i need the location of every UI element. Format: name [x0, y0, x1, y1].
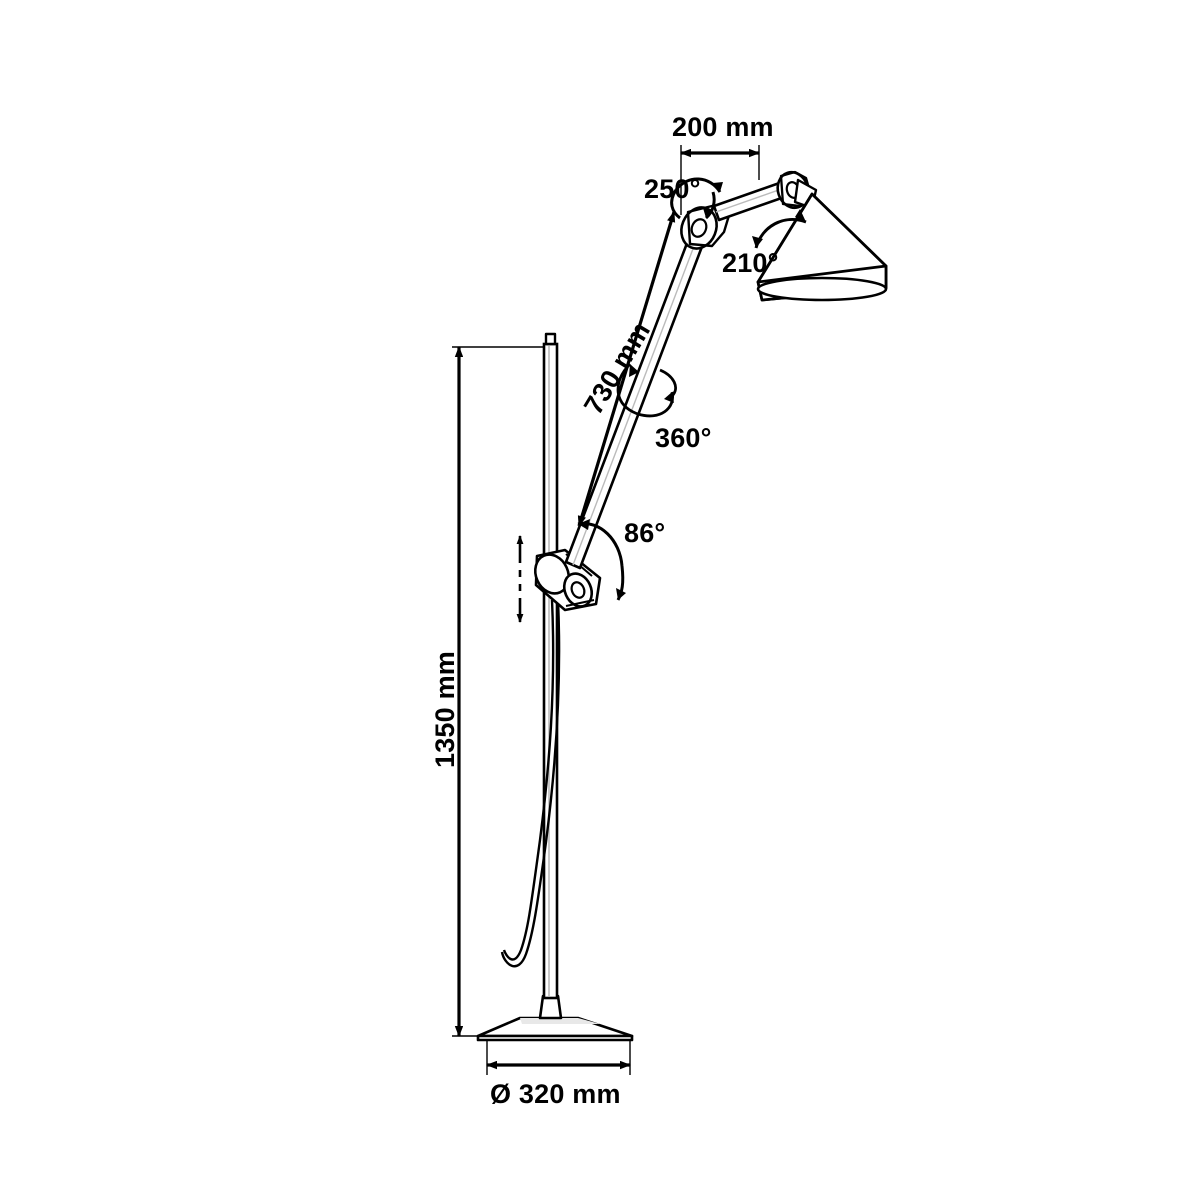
label-reach-200mm: 200 mm [672, 112, 774, 142]
dimension-angle-250 [670, 177, 723, 220]
dimension-reach-200mm [680, 145, 760, 215]
label-angle-250: 250° [644, 174, 701, 204]
lamp-shade [756, 192, 888, 302]
dimension-rotation-360 [616, 363, 677, 418]
lower-joint-clamp [533, 548, 602, 612]
dimension-base-320mm [486, 1040, 631, 1075]
label-height-1350mm: 1350 mm [430, 651, 460, 768]
dimension-angle-86 [577, 519, 626, 601]
label-angle-86: 86° [624, 518, 666, 548]
label-rotation-360: 360° [655, 423, 712, 453]
label-angle-210: 210° [722, 248, 779, 278]
lamp-illustration [476, 170, 888, 1042]
dimension-height-1350mm [452, 346, 545, 1037]
lamp-stem [542, 332, 559, 1000]
dimension-angle-210 [752, 209, 807, 249]
power-cord [500, 599, 561, 968]
upper-joint [680, 204, 732, 250]
lamp-base [476, 1016, 634, 1042]
label-base-320mm: Ø 320 mm [490, 1079, 621, 1109]
